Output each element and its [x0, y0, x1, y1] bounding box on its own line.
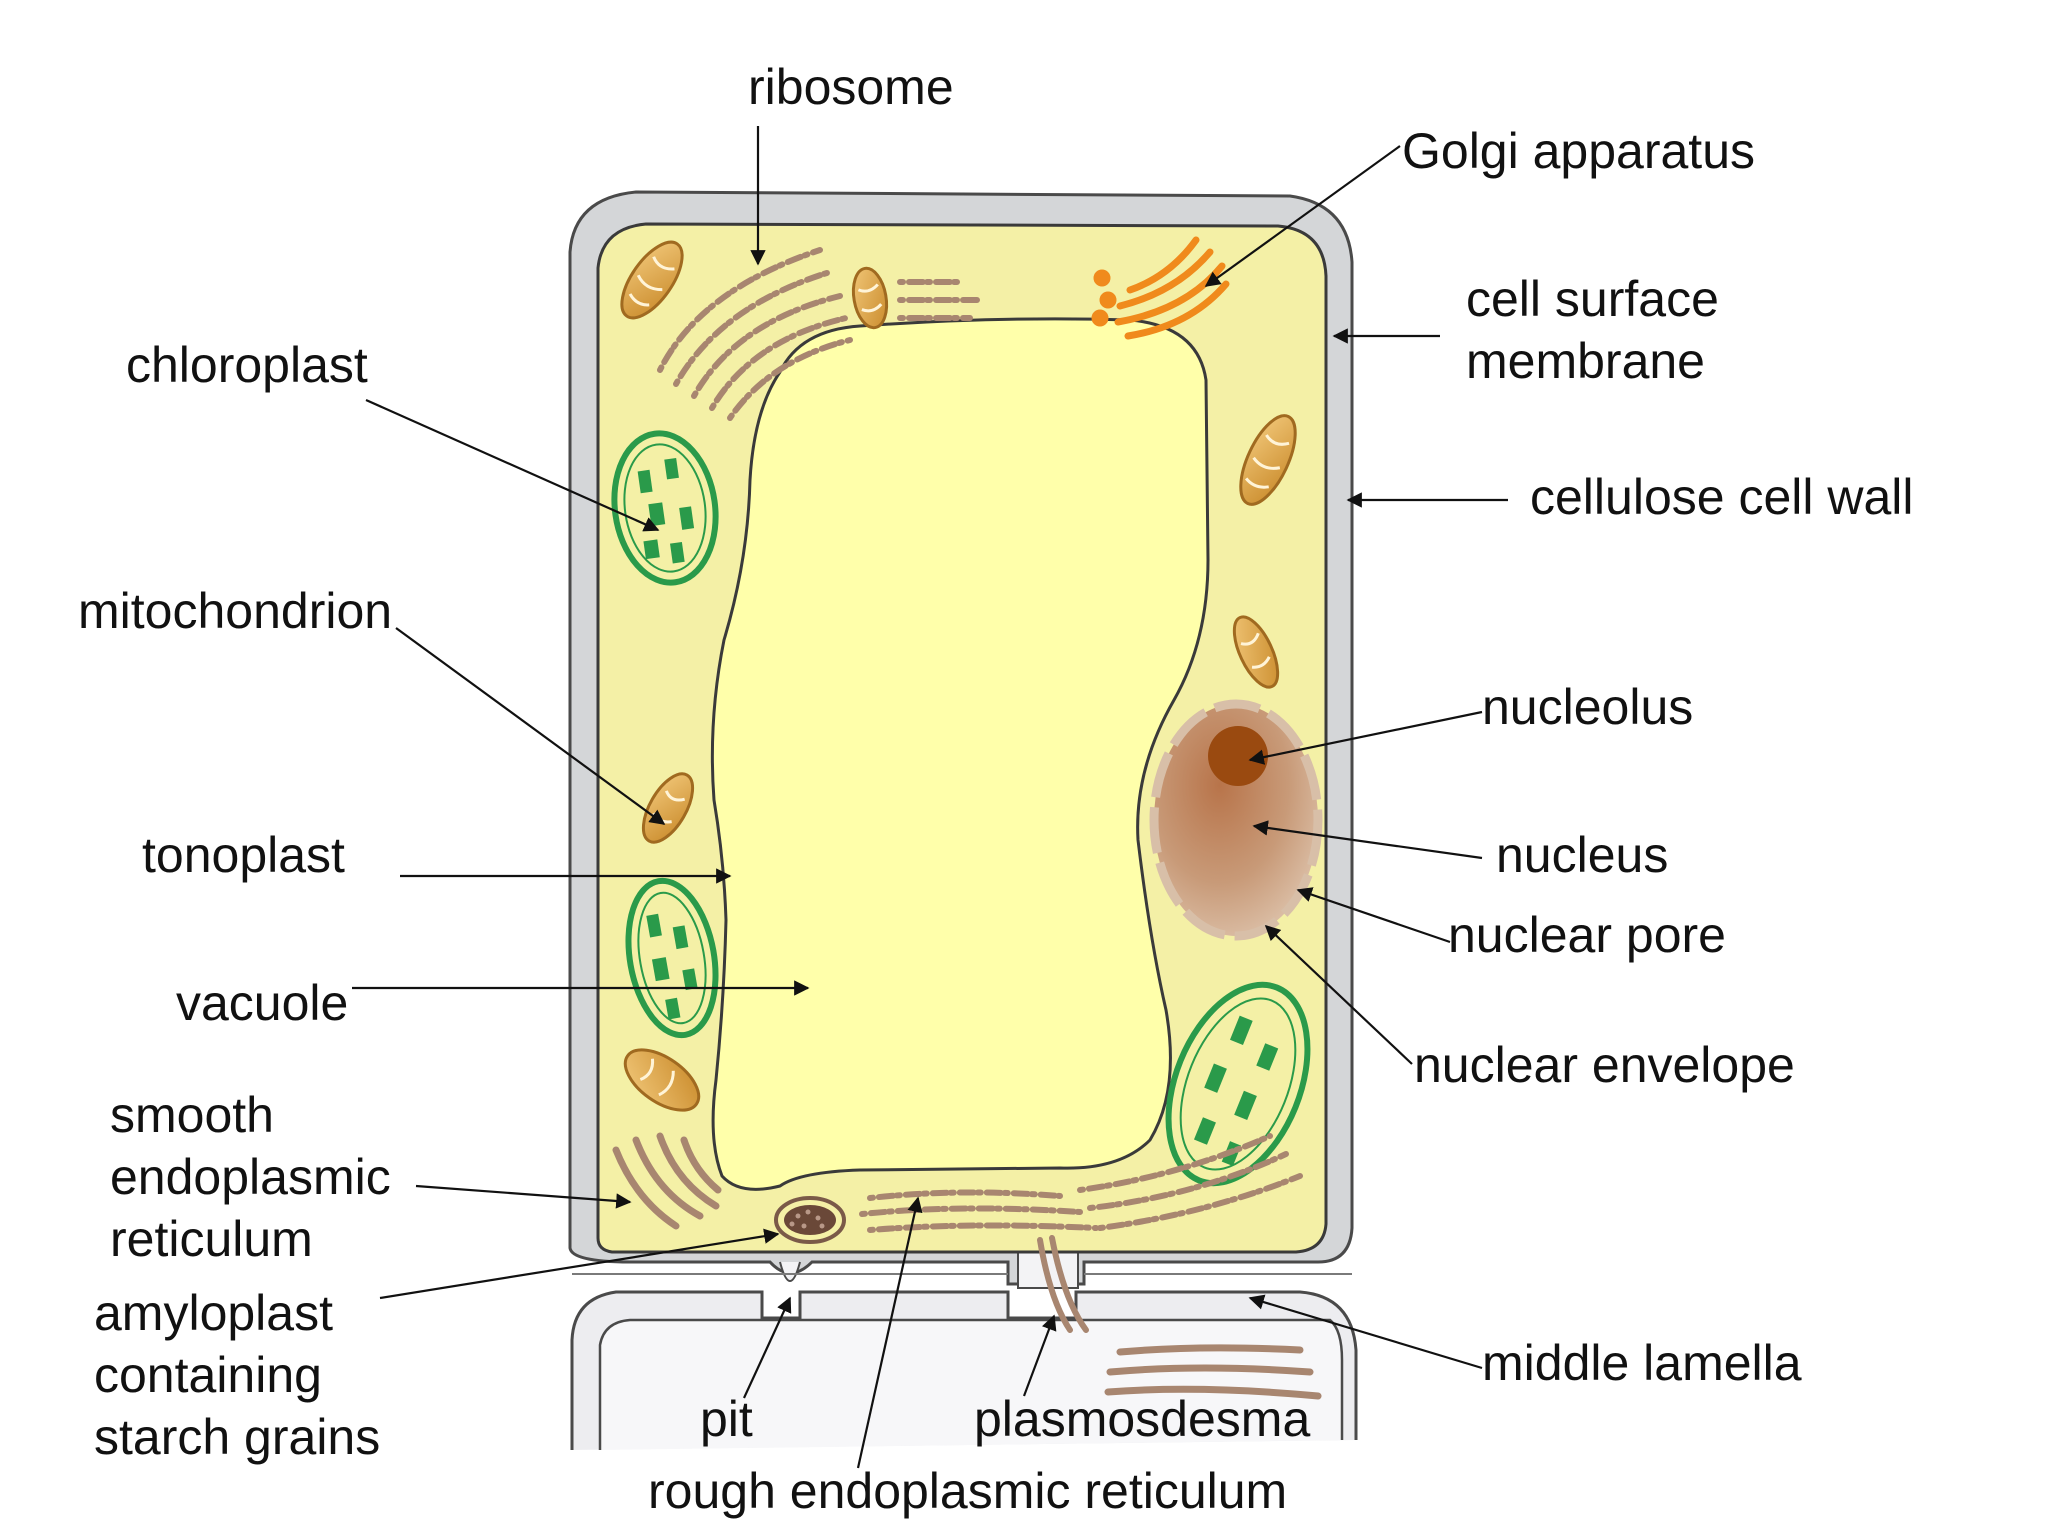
mitochondrion-4 — [1232, 615, 1280, 689]
rough-er-bottom — [859, 1133, 1303, 1333]
leader-lines — [352, 126, 1508, 1469]
label-nucleolus: nucleolus — [1482, 679, 1693, 735]
nucleolus — [1208, 726, 1268, 786]
label-smooth-er-line3: reticulum — [110, 1211, 313, 1267]
label-vacuole: vacuole — [176, 975, 348, 1031]
label-amyloplast-line1: amyloplast — [94, 1285, 333, 1341]
amyloplast — [774, 1196, 846, 1244]
smooth-er — [612, 1132, 722, 1230]
label-tonoplast: tonoplast — [142, 827, 345, 883]
rough-er-top — [657, 247, 983, 421]
label-amyloplast-line3: starch grains — [94, 1409, 380, 1465]
golgi-apparatus — [1091, 236, 1230, 340]
label-pit: pit — [700, 1391, 753, 1447]
label-ribosome: ribosome — [748, 59, 954, 115]
label-mitochondrion: mitochondrion — [78, 583, 392, 639]
chloroplast-bottom-right — [1165, 981, 1311, 1187]
label-rough-er: rough endoplasmic reticulum — [648, 1463, 1287, 1519]
chloroplast-top-left — [611, 430, 719, 586]
mitochondrion-3 — [1239, 414, 1297, 506]
mitochondrion-1 — [620, 240, 684, 320]
mitochondrion-6 — [623, 1048, 701, 1112]
mitochondrion-2 — [851, 266, 889, 330]
label-smooth-er-line2: endoplasmic — [110, 1149, 391, 1205]
label-plasmodesma: plasmosdesma — [974, 1391, 1310, 1447]
label-golgi-apparatus: Golgi apparatus — [1402, 123, 1755, 179]
vacuole — [710, 317, 1210, 1191]
label-smooth-er-line1: smooth — [110, 1087, 274, 1143]
label-nuclear-envelope: nuclear envelope — [1414, 1037, 1795, 1093]
label-nucleus: nucleus — [1496, 827, 1668, 883]
label-middle-lamella: middle lamella — [1482, 1335, 1802, 1391]
nucleus — [1149, 699, 1323, 941]
labels: ribosome Golgi apparatus cell surface me… — [78, 59, 1914, 1519]
label-cell-surface-membrane-line2: membrane — [1466, 333, 1705, 389]
label-cell-surface-membrane-line1: cell surface — [1466, 271, 1719, 327]
label-cellulose-cell-wall: cellulose cell wall — [1530, 469, 1914, 525]
label-amyloplast-line2: containing — [94, 1347, 322, 1403]
neighbour-cell — [570, 1290, 1358, 1450]
label-chloroplast: chloroplast — [126, 337, 368, 393]
label-nuclear-pore: nuclear pore — [1448, 907, 1726, 963]
chloroplast-mid-left — [625, 877, 719, 1039]
